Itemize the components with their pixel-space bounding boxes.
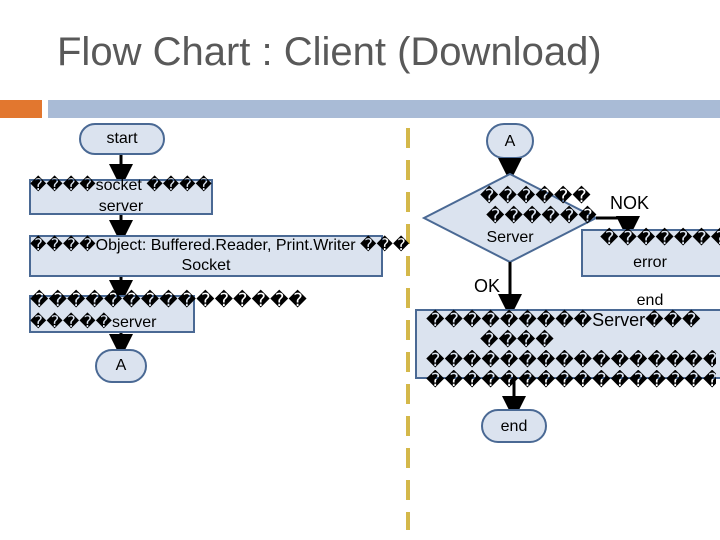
socket-box-line2: server bbox=[98, 198, 144, 215]
start-label: start bbox=[106, 130, 138, 147]
object-box-line1: ����Object: Buffered.Reader, Print.Write… bbox=[30, 237, 410, 254]
process-line3: ������������������ bbox=[426, 350, 716, 370]
error-box-line1: ������� bbox=[600, 228, 720, 248]
socket-box bbox=[29, 179, 213, 215]
decision-line3: Server bbox=[486, 229, 534, 246]
connector-a-left-label: A bbox=[115, 357, 127, 374]
connector-a-left bbox=[95, 349, 147, 383]
end-node bbox=[481, 409, 547, 443]
send-box bbox=[29, 295, 195, 333]
connector-a-right-label: A bbox=[504, 133, 516, 150]
error-box bbox=[581, 229, 720, 277]
process-line4: ������������������ bbox=[426, 370, 716, 390]
process-box bbox=[415, 309, 720, 379]
slide-title: Flow Chart : Client (Download) bbox=[57, 30, 602, 74]
process-line1: ���������Server��� bbox=[426, 310, 701, 330]
nok-label: NOK bbox=[610, 193, 650, 213]
object-box-line2: Socket bbox=[181, 257, 231, 274]
ok-label: OK bbox=[474, 276, 501, 296]
error-end-label: end bbox=[636, 292, 664, 309]
send-box-line2: �����server bbox=[30, 314, 157, 331]
accent-bar-orange bbox=[0, 100, 42, 118]
socket-box-line1: ����socket ���� bbox=[30, 177, 212, 194]
send-box-line1: ��������������� bbox=[30, 290, 307, 310]
decision-line1: ������ bbox=[480, 186, 591, 206]
error-box-line2: error bbox=[633, 254, 667, 271]
accent-bar-blue bbox=[48, 100, 720, 118]
object-box bbox=[29, 235, 383, 277]
process-line2: ���� bbox=[480, 330, 554, 350]
start-node bbox=[79, 123, 165, 155]
end-label: end bbox=[500, 418, 528, 435]
decision-line2: ������ bbox=[486, 206, 597, 226]
